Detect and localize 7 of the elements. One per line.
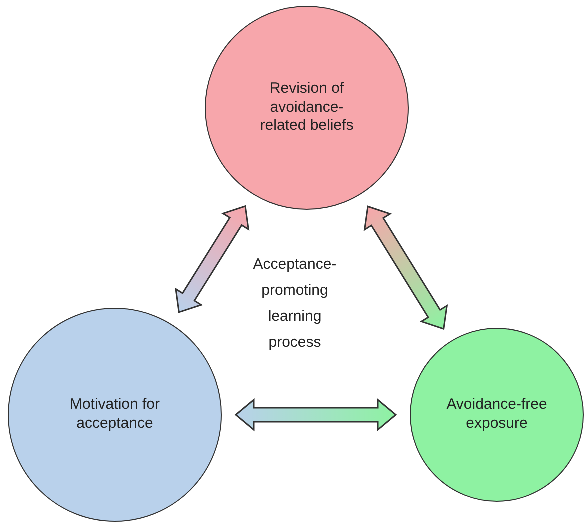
double-arrow [175, 205, 250, 314]
node-text: Motivation for acceptance [68, 396, 162, 434]
node-text: Revision of avoidance-related beliefs [259, 80, 355, 136]
node-text: Avoidance-free exposure [446, 396, 548, 434]
center-label: Acceptance-promoting learning process [252, 255, 338, 353]
double-arrow [234, 398, 398, 432]
double-arrow [364, 206, 448, 330]
